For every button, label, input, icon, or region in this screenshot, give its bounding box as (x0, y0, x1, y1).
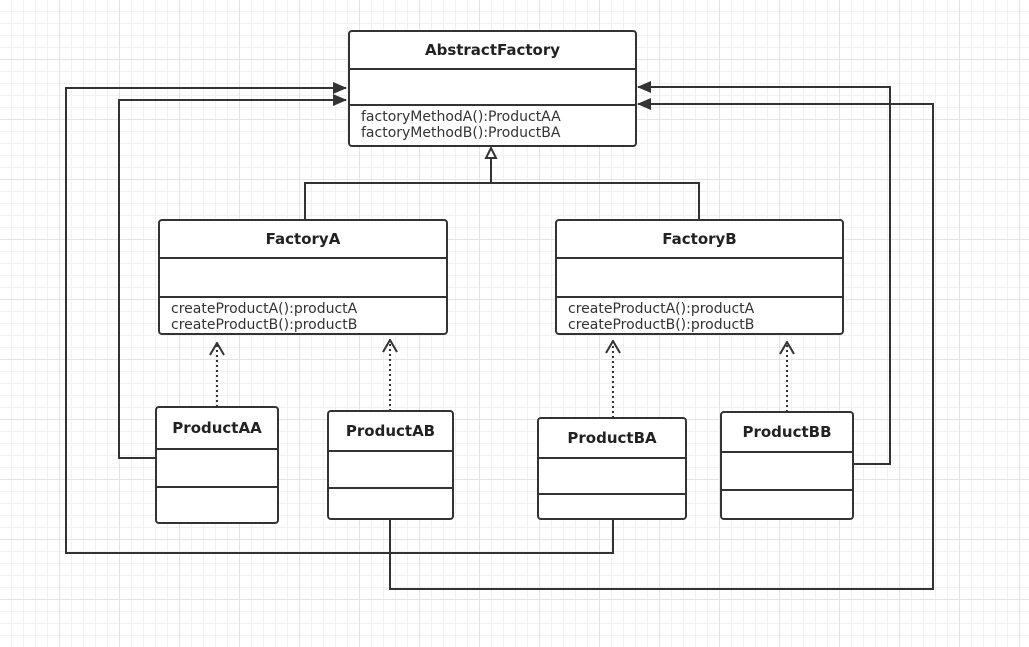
methods-compartment (157, 488, 277, 522)
method: factoryMethodA():ProductAA (361, 109, 561, 125)
product-ab-class[interactable]: ProductAB (327, 410, 454, 520)
attributes-compartment (350, 70, 635, 106)
inheritance-factory-b (491, 182, 700, 220)
class-name: ProductBB (722, 413, 852, 453)
methods-compartment: factoryMethodA():ProductAA factoryMethod… (350, 106, 635, 145)
inheritance-factory-a (304, 182, 491, 220)
methods-compartment (329, 489, 452, 518)
product-aa-class[interactable]: ProductAA (155, 406, 279, 524)
factory-b-class[interactable]: FactoryB createProductA():productA creat… (555, 219, 844, 335)
product-bb-class[interactable]: ProductBB (720, 411, 854, 520)
methods-compartment (722, 491, 852, 518)
association-productba (65, 82, 614, 554)
association-productab (389, 98, 934, 590)
inheritance-hollow-triangle (484, 145, 498, 159)
method: createProductB():productB (171, 317, 358, 333)
method: factoryMethodB():ProductBA (361, 125, 561, 141)
method: createProductB():productB (568, 317, 755, 333)
product-ba-class[interactable]: ProductBA (537, 417, 687, 520)
class-name: ProductAA (157, 408, 277, 450)
attributes-compartment (157, 450, 277, 488)
attributes-compartment (329, 452, 452, 489)
methods-compartment (539, 495, 685, 518)
class-name: AbstractFactory (350, 32, 635, 70)
class-name: FactoryA (160, 221, 446, 259)
attributes-compartment (557, 259, 842, 298)
factory-a-class[interactable]: FactoryA createProductA():productA creat… (158, 219, 448, 335)
class-name: ProductAB (329, 412, 452, 452)
class-name: ProductBA (539, 419, 685, 459)
attributes-compartment (160, 259, 446, 298)
methods-compartment: createProductA():productA createProductB… (557, 298, 842, 333)
abstract-factory-class[interactable]: AbstractFactory factoryMethodA():Product… (348, 30, 637, 147)
class-name: FactoryB (557, 221, 842, 259)
methods-compartment: createProductA():productA createProductB… (160, 298, 446, 333)
method: createProductA():productA (171, 301, 358, 317)
association-productaa (118, 94, 347, 459)
attributes-compartment (539, 459, 685, 495)
method: createProductA():productA (568, 301, 755, 317)
attributes-compartment (722, 453, 852, 491)
association-productbb (637, 81, 891, 465)
